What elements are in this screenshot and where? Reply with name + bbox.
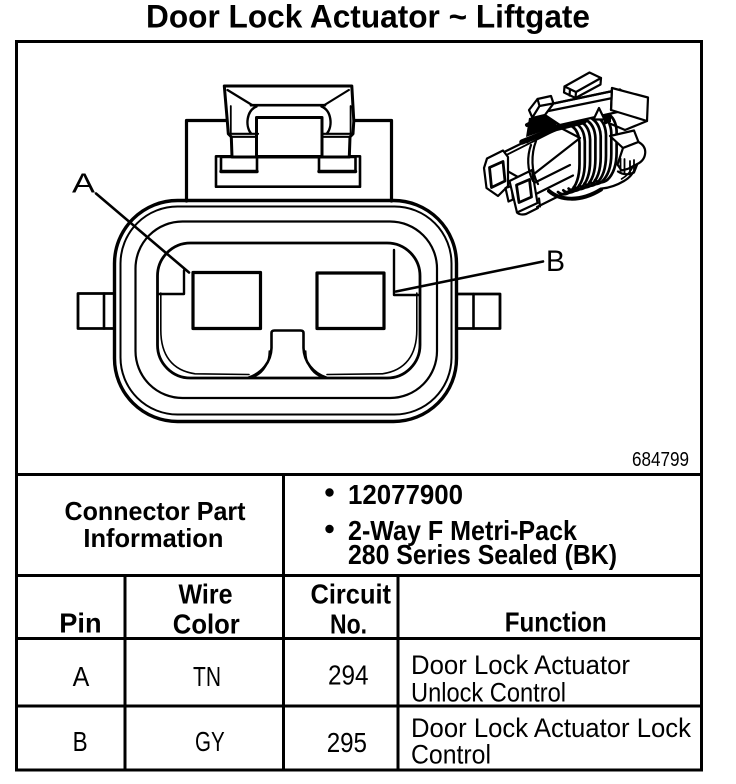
svg-text:Door Lock Actuator ~ Liftgate: Door Lock Actuator ~ Liftgate <box>146 0 590 35</box>
svg-text:Connector Part: Connector Part <box>65 496 246 526</box>
svg-text:Pin: Pin <box>59 608 101 639</box>
svg-text:B: B <box>546 245 565 278</box>
svg-text:TN: TN <box>193 661 221 692</box>
svg-text:No.: No. <box>330 609 367 640</box>
svg-text:A: A <box>72 168 95 199</box>
svg-text:Color: Color <box>173 609 240 640</box>
svg-text:GY: GY <box>195 726 225 757</box>
svg-text:B: B <box>73 726 88 757</box>
svg-text:280 Series Sealed (BK): 280 Series Sealed (BK) <box>348 539 617 570</box>
svg-text:294: 294 <box>328 660 369 691</box>
svg-text:Wire: Wire <box>179 579 233 610</box>
svg-text:Control: Control <box>411 740 491 770</box>
svg-text:Function: Function <box>505 607 607 638</box>
svg-text:295: 295 <box>327 727 367 758</box>
svg-text:Unlock Control: Unlock Control <box>411 678 566 708</box>
svg-text:Door Lock Actuator Lock: Door Lock Actuator Lock <box>411 713 691 743</box>
svg-text:Door Lock Actuator: Door Lock Actuator <box>411 650 630 680</box>
svg-text:A: A <box>73 661 90 692</box>
svg-text:684799: 684799 <box>632 449 689 471</box>
svg-text:Circuit: Circuit <box>311 579 392 610</box>
svg-text:2-Way F Metri-Pack: 2-Way F Metri-Pack <box>348 515 577 546</box>
svg-text:Information: Information <box>83 523 223 553</box>
svg-text:12077900: 12077900 <box>348 479 463 510</box>
